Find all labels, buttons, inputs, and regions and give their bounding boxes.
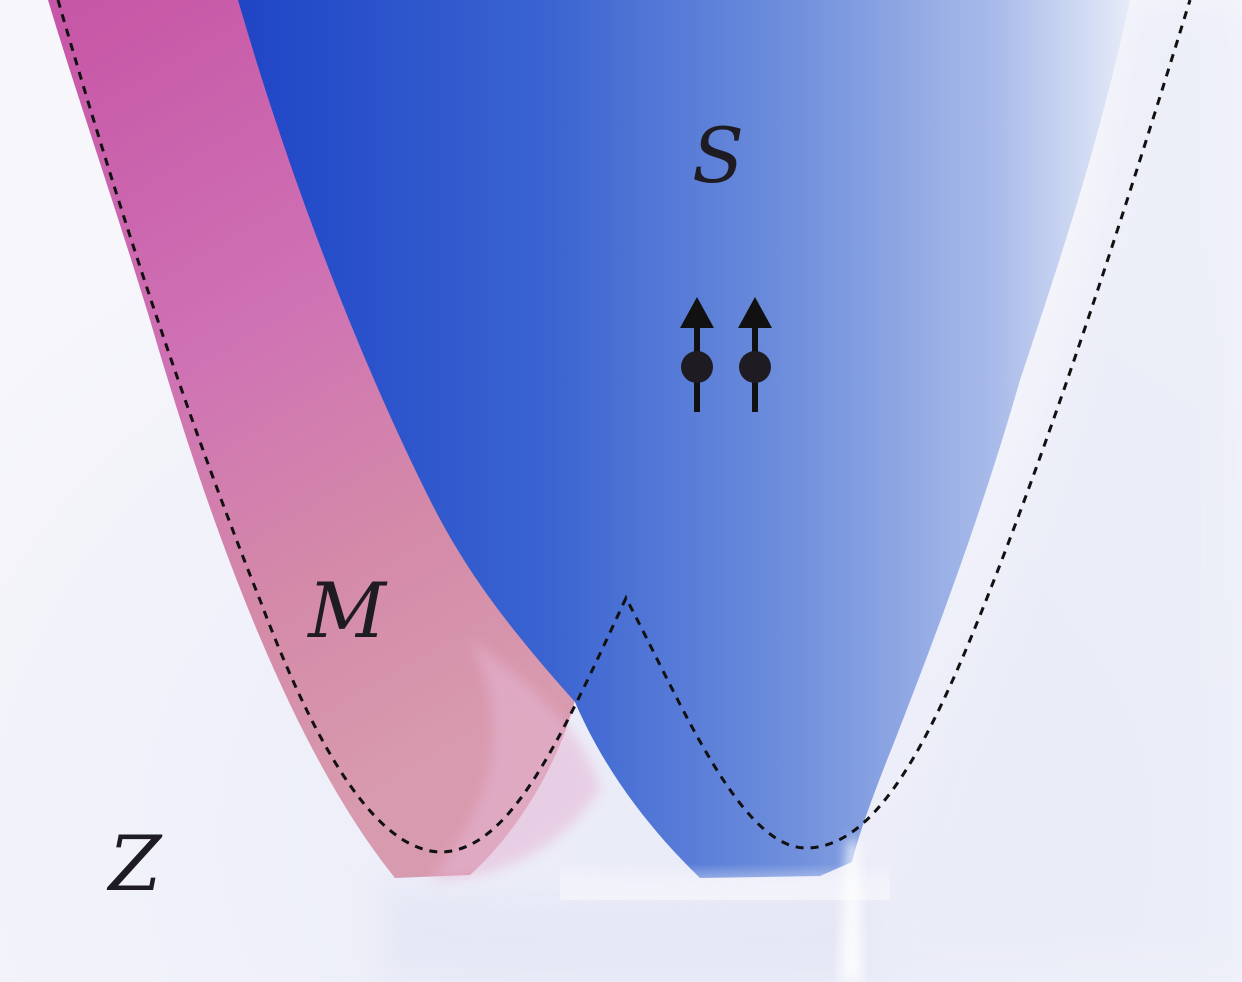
superconducting-label: S [692,111,744,200]
magnetic-region [48,0,575,878]
spin-pair [680,297,772,412]
spin-up-icon [738,297,772,412]
right-halo [860,0,1242,982]
lower-halo [380,880,880,982]
normal-label: Z [107,819,163,908]
spin-up-icon [680,297,714,412]
magnetic-glow [430,640,600,880]
superconducting-region [238,0,1130,878]
magnetic-label: M [306,566,388,655]
superconducting-fade [560,700,890,900]
white-streak [840,840,862,982]
phase-boundary-dashed [56,0,1192,854]
